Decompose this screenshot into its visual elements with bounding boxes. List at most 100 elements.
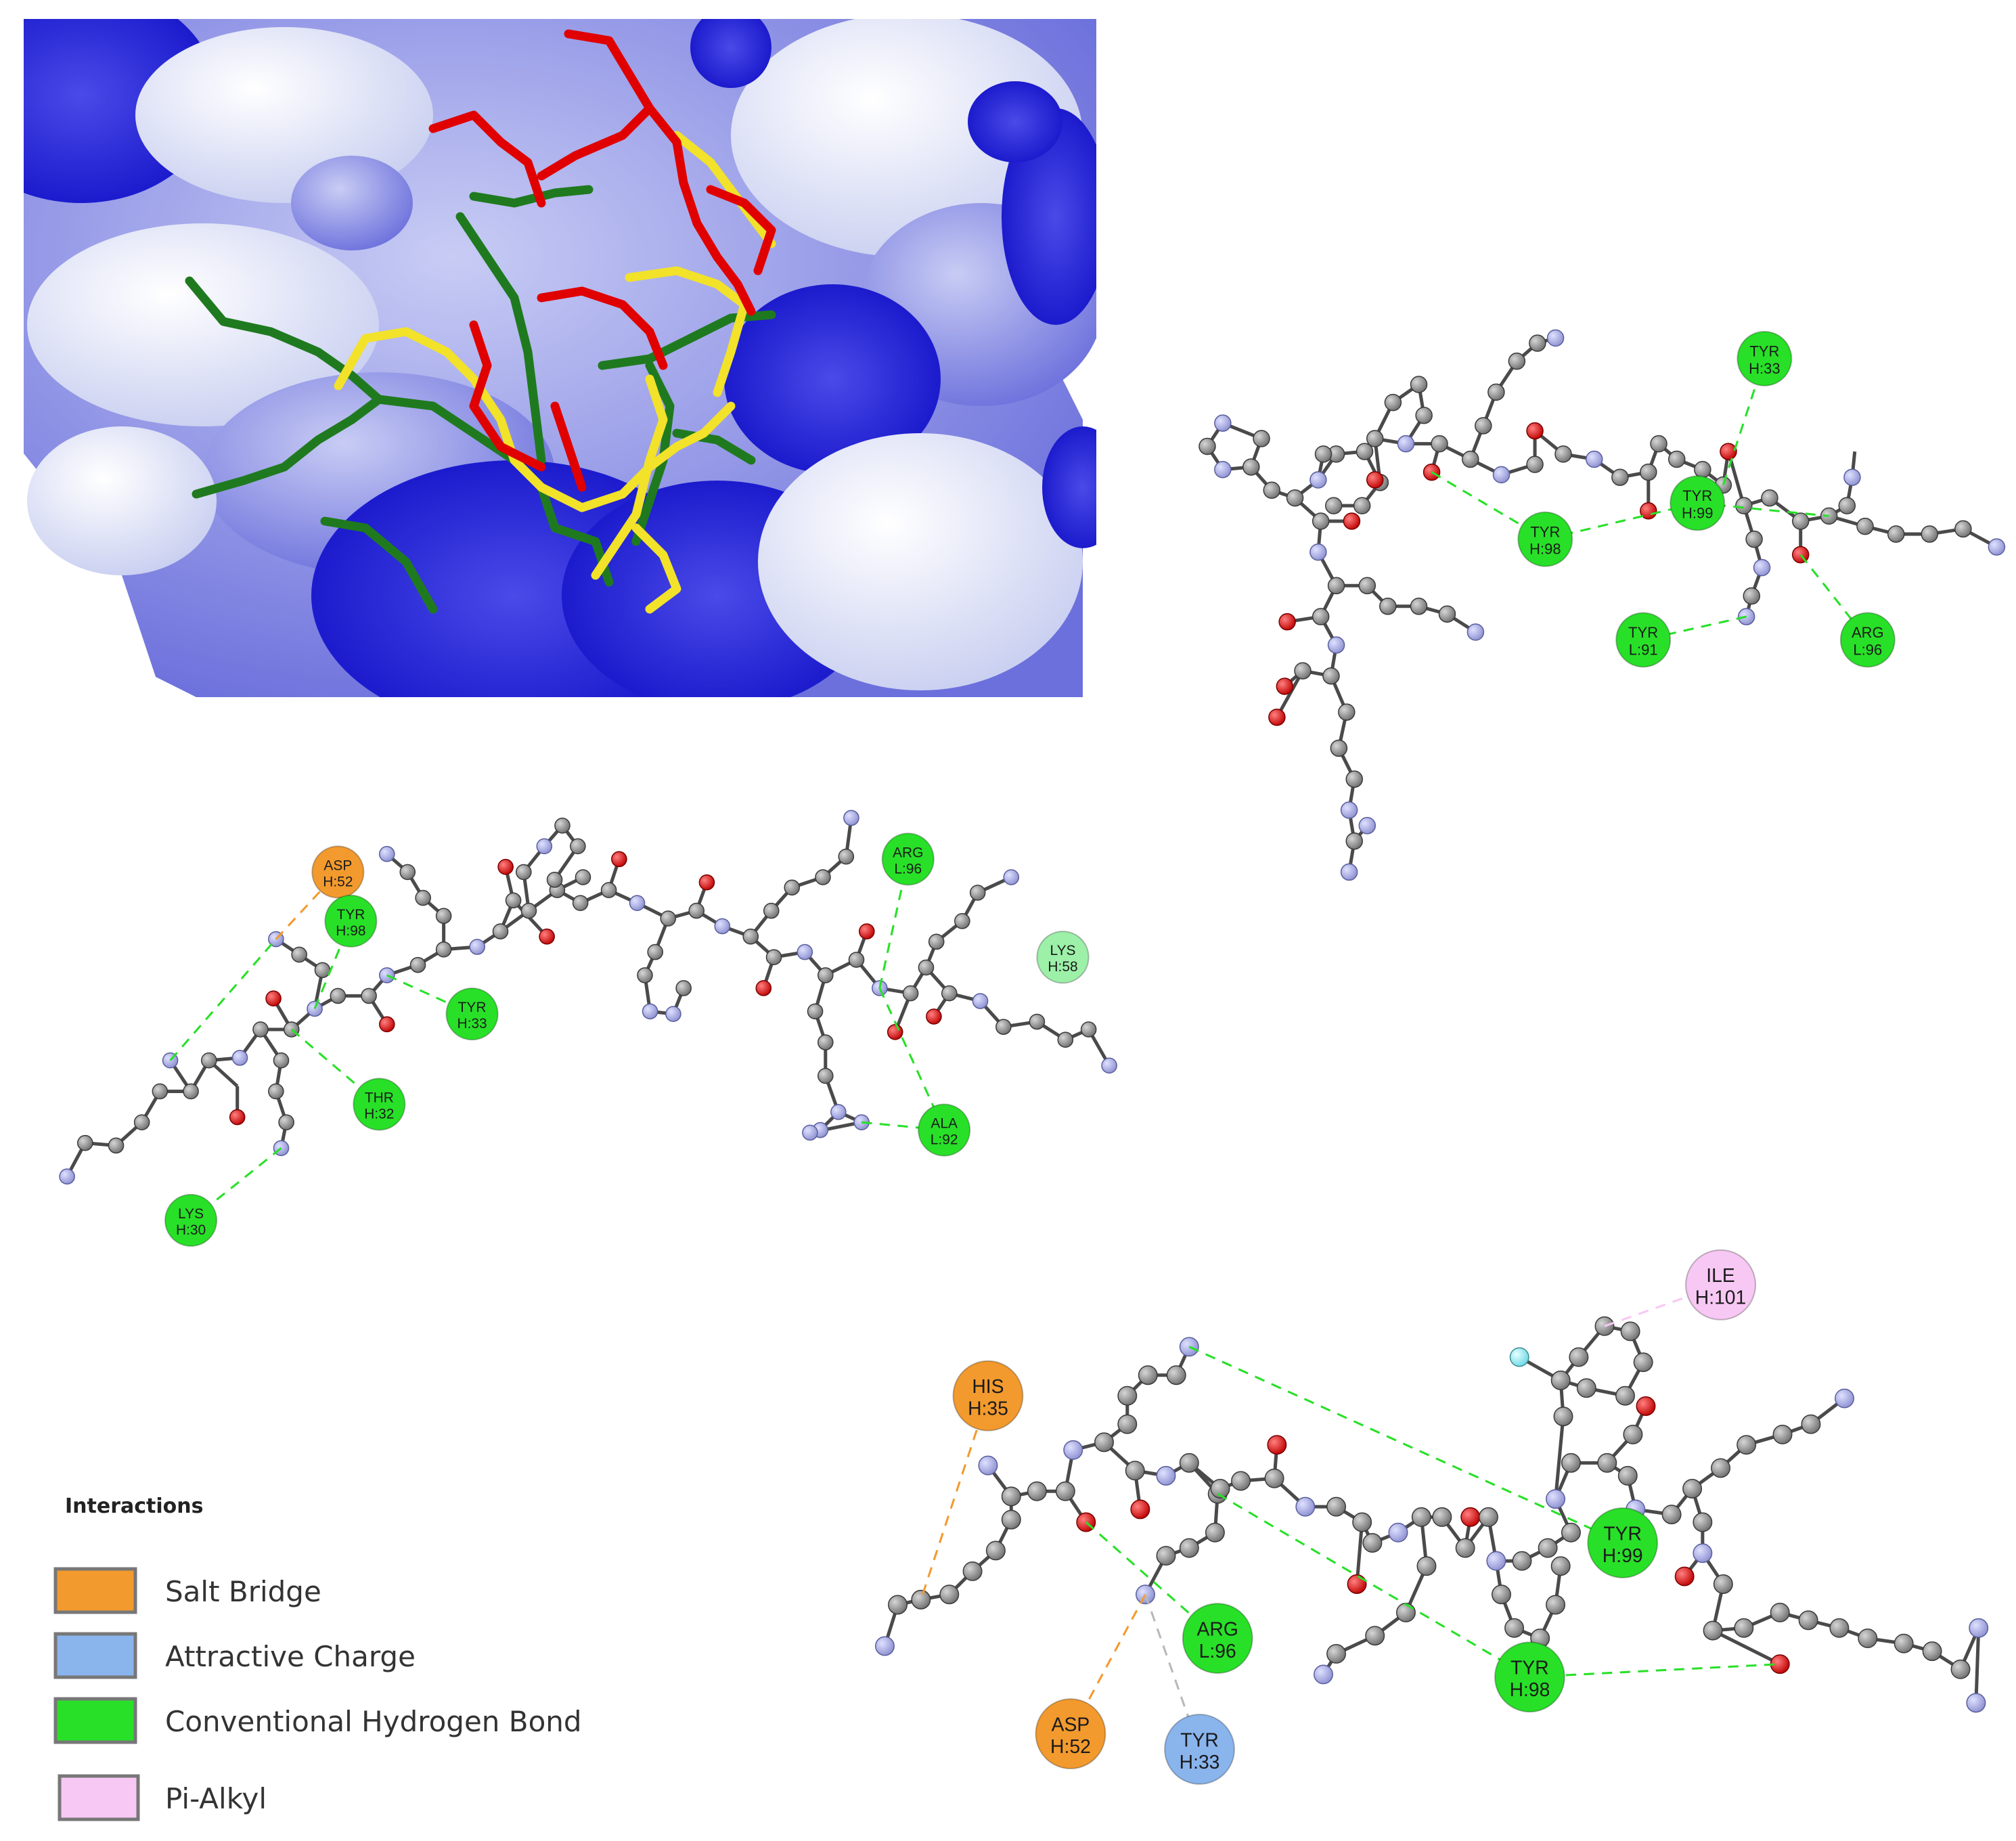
atom-carbon bbox=[1242, 458, 1260, 476]
residue-name: ASP bbox=[1052, 1713, 1090, 1735]
atom-carbon bbox=[817, 1034, 834, 1050]
atom-carbon bbox=[763, 902, 780, 919]
atom-carbon bbox=[252, 1021, 269, 1038]
atom-oxygen bbox=[858, 923, 875, 939]
atom-carbon bbox=[278, 1114, 294, 1130]
residue-chain: H:32 bbox=[364, 1106, 394, 1122]
atom-carbon bbox=[1620, 1321, 1640, 1341]
atom-carbon bbox=[1553, 1406, 1573, 1427]
atom-carbon bbox=[1166, 1365, 1186, 1385]
atom-carbon bbox=[1057, 1032, 1074, 1048]
residue-name: ARG bbox=[1197, 1618, 1238, 1639]
atom-nitrogen bbox=[231, 1050, 248, 1066]
atom-carbon bbox=[1508, 352, 1526, 370]
atom-carbon bbox=[688, 902, 705, 919]
residue-chain: L:96 bbox=[1853, 641, 1882, 658]
residue-name: TYR bbox=[1180, 1729, 1219, 1750]
atom-carbon bbox=[902, 985, 919, 1002]
atom-carbon bbox=[1640, 463, 1657, 481]
atom-carbon bbox=[1576, 1378, 1596, 1398]
atom-carbon bbox=[765, 949, 782, 966]
atom-carbon bbox=[954, 913, 970, 929]
atom-carbon bbox=[1326, 1496, 1347, 1517]
atom-nitrogen bbox=[1314, 1664, 1333, 1685]
bond bbox=[1355, 1522, 1364, 1584]
atom-nitrogen bbox=[972, 993, 989, 1009]
atom-carbon bbox=[1954, 520, 1972, 538]
residue-disc bbox=[1685, 1249, 1756, 1321]
atom-carbon bbox=[409, 956, 426, 973]
residue-disc bbox=[918, 1103, 971, 1157]
legend-item-attractive-charge: Attractive Charge bbox=[53, 1632, 416, 1679]
atom-nitrogen bbox=[1753, 558, 1771, 577]
atom-carbon bbox=[1366, 430, 1384, 447]
atom-nitrogen bbox=[1486, 1551, 1506, 1571]
atom-carbon bbox=[985, 1540, 1006, 1561]
atom-oxygen bbox=[755, 980, 772, 996]
atom-carbon bbox=[1410, 376, 1428, 393]
residue-name: HIS bbox=[972, 1375, 1004, 1397]
residue-name: TYR bbox=[1510, 1657, 1549, 1679]
atom-carbon bbox=[1199, 437, 1216, 456]
atom-nitrogen bbox=[1309, 543, 1327, 561]
atom-carbon bbox=[273, 1052, 290, 1069]
atom-carbon bbox=[1475, 417, 1492, 435]
atom-oxygen bbox=[926, 1008, 942, 1025]
atom-carbon bbox=[1210, 1478, 1230, 1499]
atom-carbon bbox=[554, 818, 570, 834]
atom-carbon bbox=[415, 889, 431, 906]
residue-name: TYR bbox=[1603, 1522, 1642, 1544]
atom-nitrogen bbox=[830, 1104, 847, 1120]
atom-carbon bbox=[1856, 517, 1874, 535]
atom-carbon bbox=[183, 1083, 199, 1100]
residue-chain: H:99 bbox=[1682, 504, 1713, 521]
residue-chain: H:58 bbox=[1048, 959, 1077, 975]
atom-nitrogen bbox=[536, 838, 553, 855]
residue-disc bbox=[353, 1078, 406, 1131]
atom-carbon bbox=[1438, 605, 1456, 623]
residue-disc bbox=[1035, 1698, 1106, 1770]
peptide-stick bbox=[469, 320, 546, 472]
atom-carbon bbox=[1117, 1414, 1138, 1434]
atom-carbon bbox=[1550, 1556, 1571, 1576]
atom-carbon bbox=[1858, 1628, 1878, 1649]
residue-chain: H:33 bbox=[457, 1016, 487, 1032]
atom-carbon bbox=[435, 941, 452, 958]
atom-oxygen bbox=[1276, 678, 1294, 695]
atom-carbon bbox=[1324, 497, 1343, 514]
atom-carbon bbox=[1894, 1633, 1914, 1654]
atom-oxygen bbox=[1674, 1566, 1695, 1587]
atom-carbon bbox=[1338, 703, 1356, 721]
bond bbox=[1275, 669, 1305, 718]
atom-carbon bbox=[848, 952, 865, 968]
atom-carbon bbox=[600, 882, 617, 898]
peptide-stick bbox=[192, 395, 384, 499]
atom-carbon bbox=[1055, 1481, 1075, 1501]
surface-lobe bbox=[27, 223, 379, 426]
surface-lobe bbox=[724, 284, 941, 474]
atom-oxygen bbox=[698, 874, 715, 891]
peptide-stick bbox=[672, 131, 776, 248]
residue-name: TYR bbox=[1682, 487, 1712, 504]
atom-carbon bbox=[1801, 1414, 1821, 1434]
atom-carbon bbox=[1538, 1538, 1558, 1558]
atom-carbon bbox=[1743, 587, 1761, 605]
surface-lobe bbox=[27, 426, 217, 575]
residue-chain: H:30 bbox=[176, 1222, 206, 1238]
atom-carbon bbox=[1356, 443, 1374, 460]
atom-oxygen bbox=[1347, 1574, 1367, 1594]
residue-name: ARG bbox=[1852, 624, 1884, 641]
peptide-stick bbox=[469, 185, 593, 208]
atom-carbon bbox=[520, 902, 537, 919]
residue-disc bbox=[1517, 511, 1573, 567]
bond bbox=[1554, 1416, 1565, 1499]
residue-chain: L:96 bbox=[1199, 1640, 1236, 1662]
atom-nitrogen bbox=[1966, 1693, 1986, 1713]
atom-nitrogen bbox=[843, 809, 859, 826]
atom-oxygen bbox=[229, 1109, 246, 1126]
